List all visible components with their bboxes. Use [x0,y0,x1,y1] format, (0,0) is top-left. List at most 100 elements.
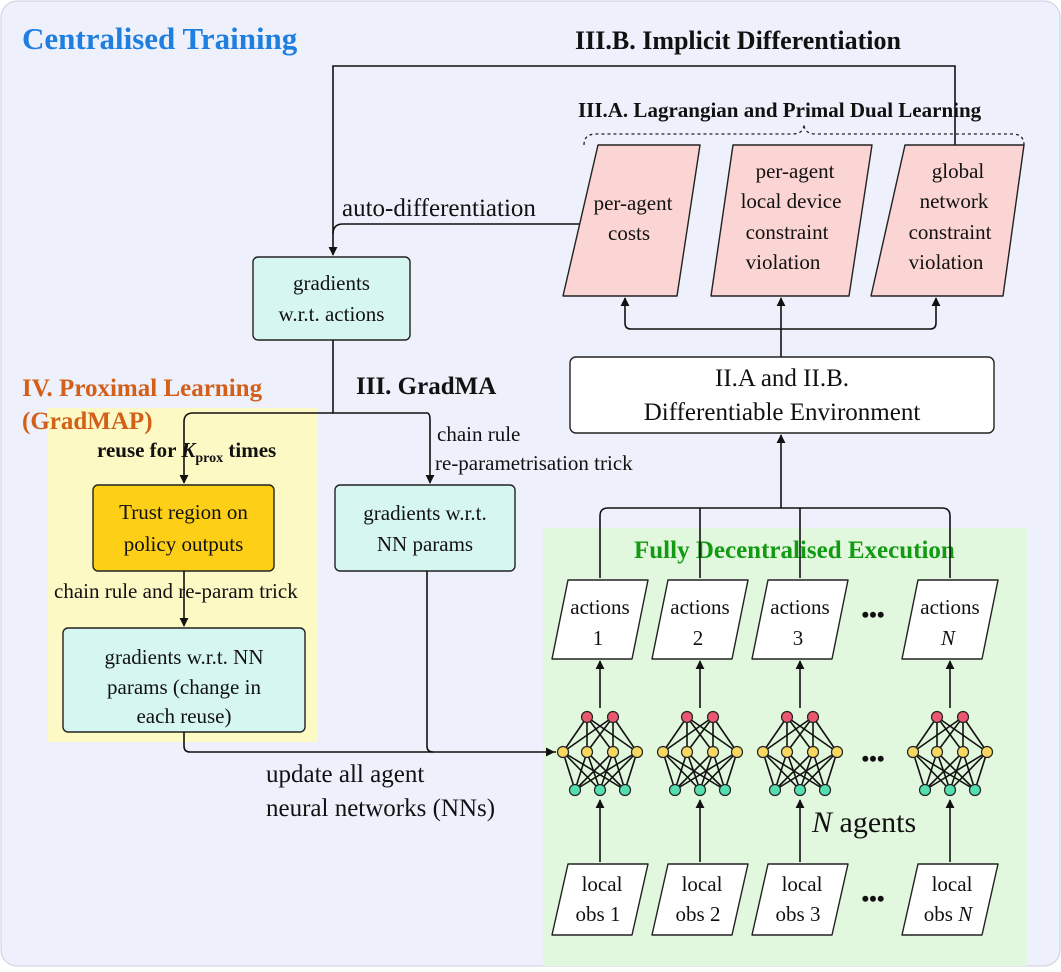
output-bus-right [781,297,941,330]
input-node [668,783,682,797]
action-label-3: actions [770,595,829,619]
auto-diff-label: auto-differentiation [342,195,536,222]
auto-diff-line [332,223,593,235]
network-edge [936,716,988,753]
chain-rule-reparam-label: chain rule and re-param trick [54,579,298,603]
output-node [930,710,944,724]
hidden-node [630,745,644,759]
agent-network-1 [556,710,644,797]
chain-rule-label-1: chain rule [437,422,520,446]
hidden-node [956,745,970,759]
network-edge [762,716,788,753]
input-node [693,783,707,797]
hidden-node [606,745,620,759]
split-wire [332,340,435,484]
hidden-node [980,745,994,759]
global-violation-box [870,144,1025,297]
implicit-diff-title: III.B. Implicit Differentiation [575,26,901,55]
input-node [793,783,807,797]
network-edge [924,751,988,791]
local-violation-line-2: local device [741,189,842,213]
grad-nn-gradma-box [334,484,516,572]
network-edge [612,716,638,753]
proximal-title-1: IV. Proximal Learning [22,375,263,402]
action-id-4: N [940,626,956,650]
network-edge [686,716,714,753]
network-edge [924,751,964,791]
prox-update-wire [183,732,555,757]
update-label-1: update all agent [266,761,424,788]
network-edge [962,716,988,753]
input-node [718,783,732,797]
agent-network-3 [756,710,844,797]
network-edge [599,751,638,791]
actions-bus [599,507,951,578]
network-edge [786,716,838,753]
chain-rule-label-2: re-parametrisation trick [435,451,633,475]
n-agents-label: N agents [811,806,916,839]
ellipsis-actions: ••• [861,602,884,627]
network-edge [912,716,938,753]
network-edge [562,716,588,753]
costs-line-2: costs [608,221,650,245]
ellipsis-networks: ••• [861,746,884,771]
hidden-node [780,745,794,759]
input-node [568,783,582,797]
local-violation-line-1: per-agent [756,159,835,183]
input-node [818,783,832,797]
trust-region-line-2: policy outputs [124,532,244,556]
obs-box-3 [751,863,849,936]
network-edge [774,751,814,791]
action-box-1 [551,579,649,660]
network-edge [786,716,814,753]
action-label-2: actions [670,595,729,619]
hidden-node [680,745,694,759]
hidden-node [580,745,594,759]
local-violation-line-4: violation [746,250,821,274]
gradma-update-wire [426,571,434,753]
network-edge [712,716,738,753]
global-violation-line-2: network [920,189,989,213]
network-edge [562,751,576,791]
grad-actions-line-1: gradients [293,271,370,295]
input-node [593,783,607,797]
output-node [580,710,594,724]
grad-nn-gradma-line-1: gradients w.r.t. [363,501,486,525]
obs-id-1: obs 1 [576,902,621,926]
network-edge [924,751,938,791]
input-node [768,783,782,797]
decentralised-title: Fully Decentralised Execution [634,537,955,564]
network-edge [824,751,838,791]
reuse-wire [179,412,333,484]
input-node [968,783,982,797]
network-edge [662,751,676,791]
output-node [706,710,720,724]
input-node [918,783,932,797]
obs-box-2 [651,863,749,936]
output-node [680,710,694,724]
obs-label-3: local [782,872,823,896]
agent-network-4 [906,710,994,797]
hidden-node [930,745,944,759]
grad-nn-prox-line-3: each reuse) [136,704,231,728]
network-edge [562,716,614,753]
network-edge [774,751,838,791]
trust-region-box [92,484,275,572]
obs-label-2: local [682,872,723,896]
action-box-3 [751,579,849,660]
reuse-label: reuse for Kprox times [97,438,276,466]
obs-label-4: local [932,872,973,896]
network-edge [724,751,738,791]
network-edge [936,716,964,753]
output-node [606,710,620,724]
grad-actions-box [252,256,411,341]
network-edge [762,716,814,753]
costs-box [562,144,701,297]
output-node [780,710,794,724]
action-box-2 [651,579,749,660]
input-node [618,783,632,797]
obs-box-1 [551,863,649,936]
environment-box [569,356,995,434]
